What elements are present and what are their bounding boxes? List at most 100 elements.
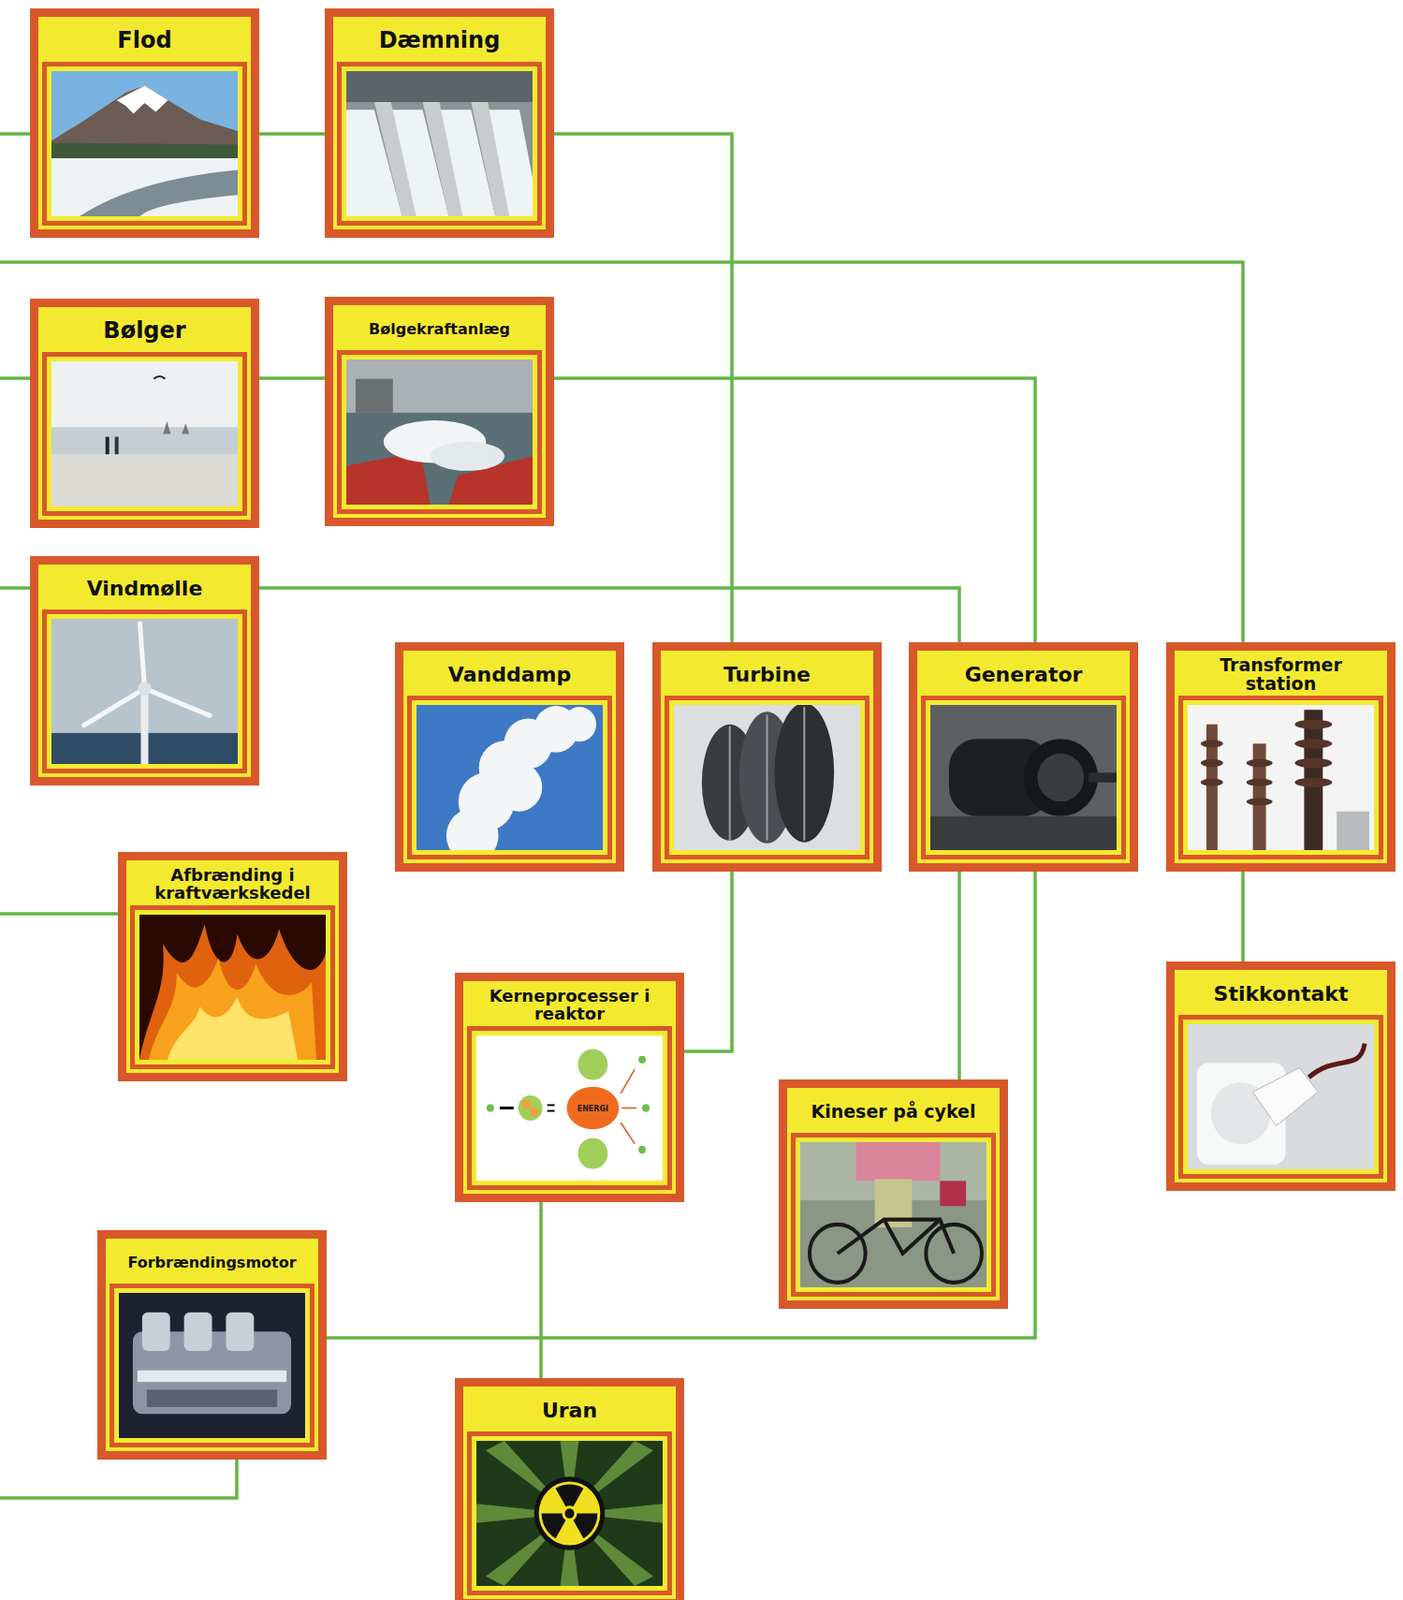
illustration-part	[346, 71, 533, 103]
illustration-part	[1088, 772, 1117, 782]
picture-frame	[664, 695, 870, 860]
windmill-picture	[51, 618, 238, 764]
box-inner: Uran	[463, 1386, 676, 1599]
illustration-part	[84, 687, 146, 725]
illustration-part	[181, 423, 190, 434]
illustration-part	[470, 102, 510, 217]
energy-box: Dæmning	[324, 8, 555, 238]
picture-frame	[467, 1431, 673, 1595]
transformer-picture	[1187, 704, 1374, 850]
cyclist-picture	[800, 1141, 987, 1287]
box-title: Afbrænding i kraftværkskedel	[133, 866, 332, 903]
picture-label: ENERGI	[577, 1103, 609, 1112]
connector-line	[539, 1201, 543, 1378]
connector-line	[326, 871, 1036, 1338]
box-title: Vindmølle	[87, 577, 204, 600]
box-header: Dæmning	[336, 20, 542, 62]
illustration-part	[837, 1219, 954, 1254]
illustration-part	[146, 1388, 278, 1407]
illustration-part	[930, 816, 1117, 850]
illustration-part	[930, 704, 1117, 850]
illustration-part	[79, 169, 238, 217]
illustration-part	[620, 1068, 635, 1094]
illustration-part	[541, 1483, 599, 1538]
illustration-part	[572, 1513, 598, 1539]
box-inner: Vanddamp	[403, 650, 616, 863]
illustration-part	[1187, 1023, 1374, 1170]
box-header: Bølgekraftanlæg	[336, 308, 542, 351]
illustration-part	[547, 1103, 556, 1106]
stub-line-group	[0, 133, 1243, 1498]
box-header: Generator	[920, 654, 1126, 696]
steam-picture	[416, 704, 603, 850]
illustration-part	[105, 437, 110, 455]
illustration-part	[529, 1106, 540, 1116]
picture-frame	[109, 1283, 315, 1447]
picture-frame	[407, 695, 613, 860]
illustration-part	[577, 1048, 608, 1080]
illustration-part	[569, 1513, 655, 1587]
illustration-part	[1200, 778, 1224, 787]
stub-line	[0, 585, 30, 590]
box-inner: Flod	[38, 16, 251, 230]
stub-line	[0, 1459, 237, 1498]
illustration-part	[416, 704, 603, 850]
illustration-part	[534, 1476, 606, 1550]
illustration-part	[225, 1312, 254, 1351]
illustration-part	[638, 1055, 646, 1064]
illustration-part	[499, 1106, 514, 1110]
picture-frame	[42, 61, 248, 226]
box-title: Vanddamp	[448, 663, 571, 686]
turbine-picture	[673, 704, 861, 850]
illustration-part	[518, 1095, 543, 1121]
illustration-part	[116, 86, 169, 115]
illustration-part	[1294, 758, 1332, 768]
picture-frame: ENERGI	[467, 1025, 673, 1190]
illustration-part	[1246, 759, 1273, 767]
box-title: Turbine	[723, 663, 811, 686]
box-title: Transformer station	[1182, 656, 1380, 694]
illustration-part	[800, 1141, 987, 1287]
illustration-part	[1200, 759, 1224, 767]
illustration-part	[140, 623, 146, 688]
illustration-part	[803, 706, 805, 841]
illustration-part	[620, 1122, 635, 1144]
stub-line	[0, 911, 118, 916]
box-header: Vindmølle	[42, 568, 248, 610]
box-header: Flod	[42, 20, 248, 62]
illustration-part	[766, 714, 769, 840]
illustration-part	[141, 691, 149, 765]
illustration-part	[809, 1219, 982, 1283]
river-picture	[51, 71, 238, 217]
energy-box: Vindmølle	[29, 555, 260, 786]
illustration-part	[51, 86, 238, 169]
wave-plant-picture	[346, 359, 533, 505]
box-title: Uran	[541, 1399, 598, 1421]
generator-picture	[930, 704, 1117, 850]
connector-line	[1241, 871, 1245, 962]
illustration-part	[638, 1145, 646, 1154]
picture-frame	[42, 609, 248, 774]
box-inner: Bølger	[38, 306, 251, 520]
illustration-part	[137, 1370, 287, 1382]
energy-box: Forbrændingsmotor	[97, 1229, 327, 1460]
illustration-part	[51, 426, 238, 456]
box-title: Bølgekraftanlæg	[368, 321, 511, 338]
illustration-part	[567, 1086, 620, 1129]
energy-box: Transformer station	[1166, 642, 1396, 872]
energy-box: Kineser på cykel	[778, 1079, 1009, 1309]
illustration-part	[1308, 1043, 1365, 1078]
box-title: Forbrændingsmotor	[127, 1255, 296, 1272]
dam-picture	[346, 71, 533, 217]
connector-line	[259, 131, 325, 136]
illustration-part	[856, 1141, 941, 1181]
box-inner: Generator	[917, 650, 1130, 863]
box-header: Bølger	[42, 310, 248, 352]
illustration-part	[539, 1480, 601, 1545]
illustration-part	[496, 762, 543, 812]
connector-line	[957, 871, 962, 1080]
box-title: Stikkontakt	[1213, 982, 1349, 1005]
box-inner: Forbrændingsmotor	[105, 1238, 319, 1451]
illustration-part	[51, 618, 238, 764]
illustration-part	[145, 687, 211, 716]
